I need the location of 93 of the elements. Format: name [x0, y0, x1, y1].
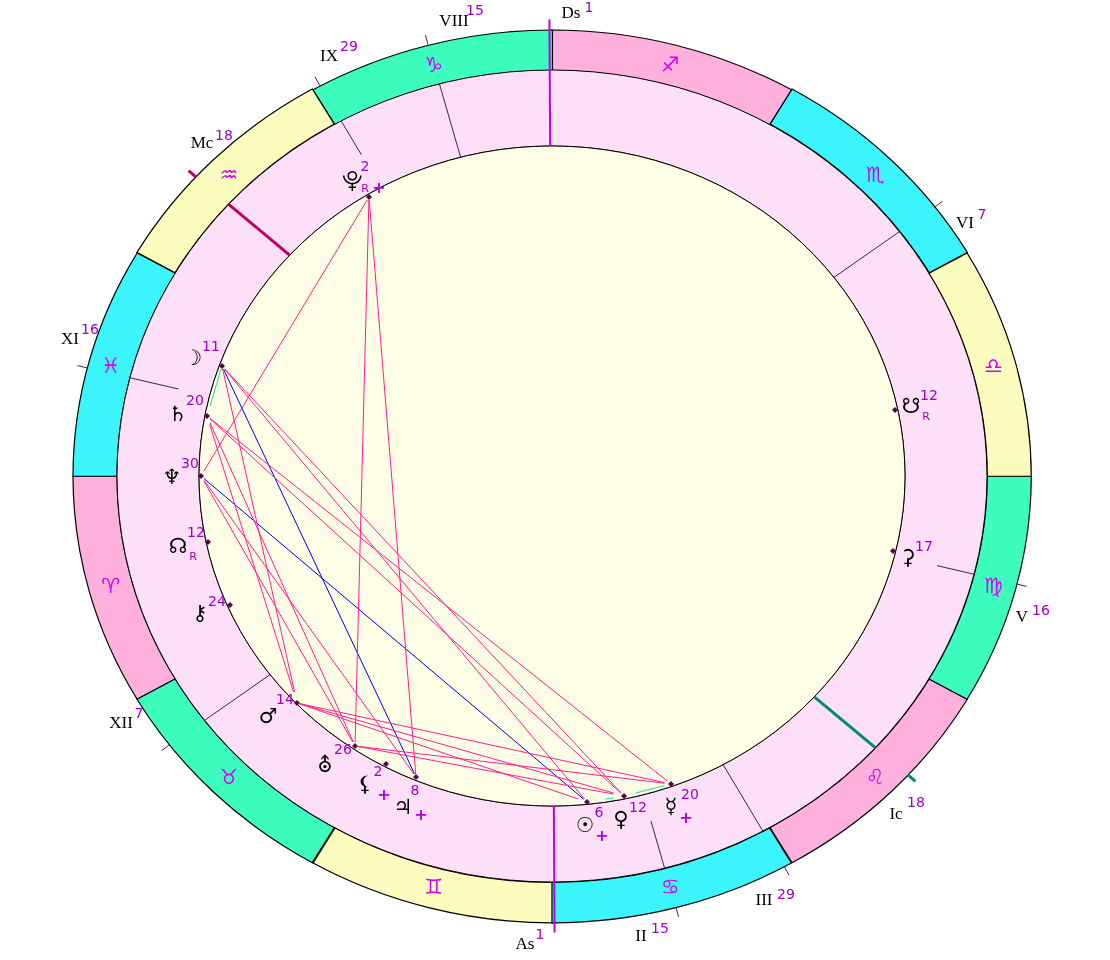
cusp-degree: 1	[535, 927, 545, 941]
aspect-line	[203, 479, 415, 775]
aspect-line	[203, 478, 584, 800]
retrograde-mark: R	[361, 182, 369, 194]
cusp-degree: 29	[777, 887, 795, 901]
plus-mark: +	[595, 828, 609, 844]
plus-mark: +	[414, 807, 428, 823]
zodiac-sign-glyph: ♌	[865, 766, 885, 788]
house-label: IX	[320, 46, 338, 64]
house-label: XII	[109, 713, 133, 731]
aspect-line	[209, 424, 295, 693]
zodiac-sign-glyph: ♓	[101, 355, 120, 377]
aspect-line	[635, 785, 666, 794]
degree-number: 26	[334, 742, 352, 756]
house-label: II	[635, 926, 647, 944]
planet-symbol: ⯓	[341, 170, 363, 192]
degree-number: 30	[181, 456, 199, 470]
planet-symbol: ♀	[613, 808, 629, 830]
angle-label: As	[515, 934, 535, 952]
planet-symbol: ☿	[664, 795, 678, 817]
planet-symbol: ☋	[901, 395, 921, 417]
zodiac-sign-band	[311, 28, 553, 126]
aspect-line	[299, 703, 614, 794]
cusp-degree: 1	[584, 0, 594, 14]
planet-symbol: ⚳	[900, 546, 916, 568]
house-label: XI	[61, 329, 79, 347]
angle-label: Ic	[889, 804, 903, 822]
house-label: V	[1015, 607, 1029, 625]
degree-number: 17	[915, 539, 933, 553]
zodiac-sign-glyph: ♏	[865, 164, 885, 186]
aspect-line	[222, 368, 296, 693]
degree-number: 14	[276, 692, 294, 706]
planet-symbol: ♄	[168, 403, 188, 425]
zodiac-sign-band	[136, 678, 336, 864]
zodiac-sign-glyph: ♎	[984, 355, 1003, 377]
retrograde-mark: R	[922, 410, 930, 422]
zodiac-sign-band	[551, 28, 793, 126]
zodiac-sign-glyph: ♈	[101, 575, 120, 597]
aspect-line	[354, 199, 370, 743]
aspect-line	[222, 368, 416, 775]
planet-symbol: ♂	[258, 705, 278, 727]
degree-number: 20	[681, 787, 699, 801]
cusp-degree: 29	[340, 39, 358, 53]
zodiac-sign-glyph: ♋	[660, 876, 680, 898]
aspect-line	[605, 797, 614, 800]
plus-mark: +	[679, 810, 693, 826]
planet-symbol: ☊	[168, 535, 188, 557]
cusp-degree: 18	[907, 795, 925, 809]
zodiac-sign-band	[136, 88, 336, 274]
plus-mark: +	[377, 787, 391, 803]
aspect-line	[357, 745, 666, 784]
house-label: VI	[956, 213, 974, 231]
cusp-degree: 7	[977, 207, 987, 221]
degree-number: 11	[202, 339, 220, 353]
house-label: III	[755, 890, 773, 908]
zodiac-sign-band	[768, 678, 968, 864]
retrograde-mark: R	[189, 550, 197, 562]
zodiac-sign-glyph: ♐	[660, 54, 680, 75]
aspect-line	[209, 422, 354, 743]
planet-symbol: ⚸	[357, 773, 373, 795]
planet-symbol: ☽	[183, 347, 203, 369]
degree-number: 6	[594, 805, 604, 819]
zodiac-sign-glyph: ♒	[219, 164, 239, 186]
zodiac-sign-glyph: ♉	[219, 766, 239, 788]
aspect-line	[299, 703, 579, 800]
planet-symbol: ♆	[162, 466, 182, 488]
planet-symbol: ☉	[575, 814, 595, 836]
aspect-line	[203, 480, 354, 743]
angle-label: Ds	[561, 3, 581, 21]
angle-label: Mc	[190, 133, 214, 151]
zodiac-sign-glyph: ♍	[984, 575, 1003, 597]
degree-number: 12	[629, 800, 647, 814]
cusp-degree: 18	[215, 128, 233, 142]
degree-number: 12	[187, 525, 205, 539]
degree-number: 2	[360, 159, 370, 173]
aspect-line	[368, 199, 417, 775]
aspect-line	[357, 746, 614, 795]
planet-symbol: ⛢	[317, 754, 333, 776]
degree-number: 20	[186, 393, 204, 407]
planet-symbol: ♃	[393, 796, 413, 818]
aspect-line	[209, 368, 222, 407]
zodiac-sign-glyph: ♊	[424, 876, 444, 898]
cusp-degree: 16	[81, 322, 99, 336]
aspect-line	[203, 199, 368, 472]
cusp-degree: 7	[134, 706, 144, 720]
degree-number: 24	[208, 594, 226, 608]
degree-number: 8	[410, 783, 420, 797]
planet-symbol: ⚷	[192, 602, 208, 624]
degree-number: 2	[373, 764, 383, 778]
degree-number: 12	[920, 388, 938, 402]
zodiac-sign-band	[311, 826, 553, 924]
aspect-line	[299, 703, 666, 784]
zodiac-sign-glyph: ♑	[424, 54, 444, 75]
